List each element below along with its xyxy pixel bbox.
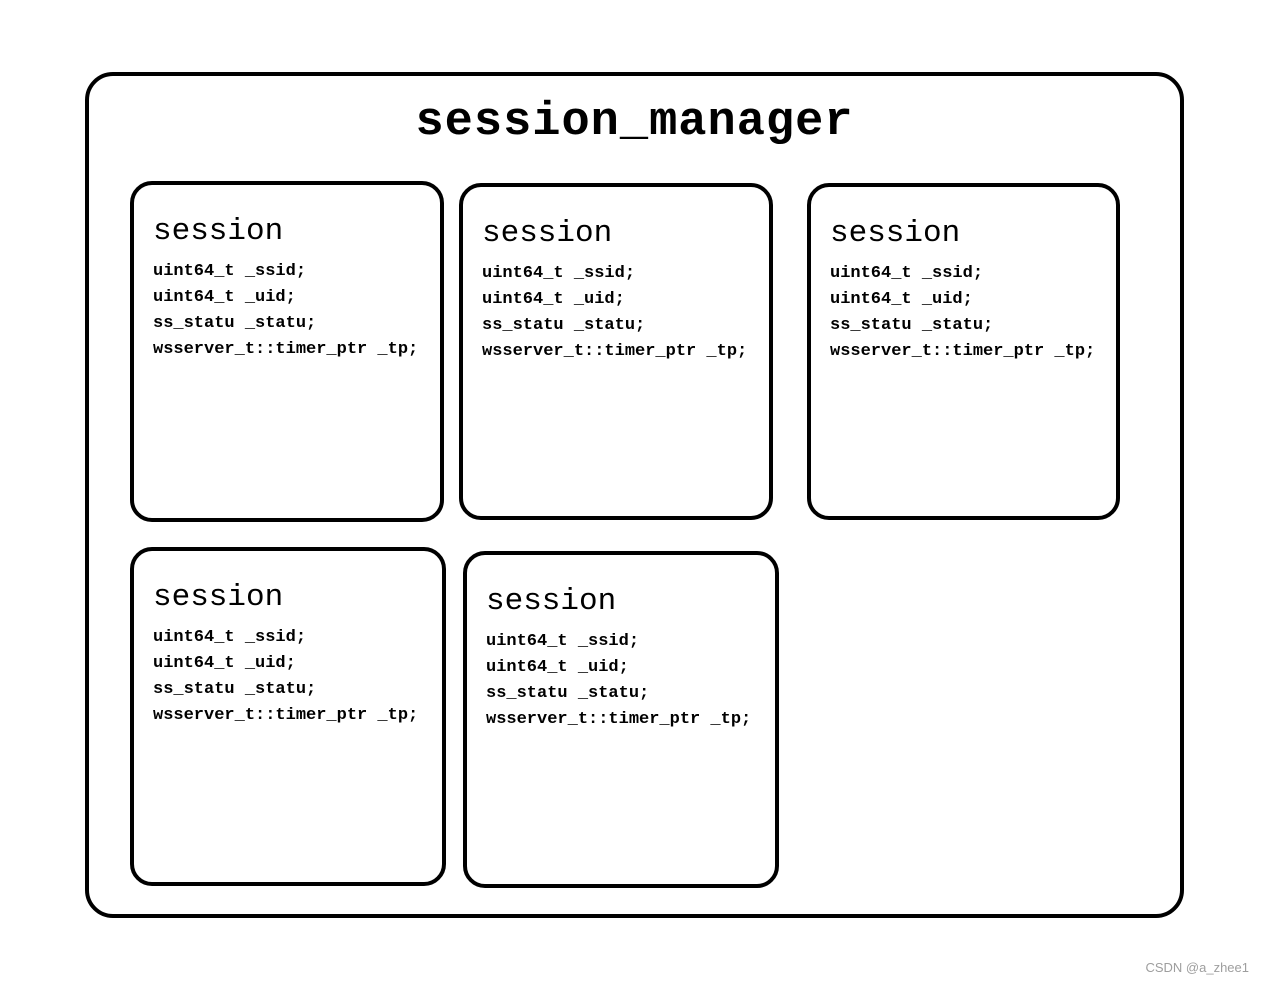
session-box-title: session	[830, 216, 961, 251]
session-field-ssid: uint64_t _ssid;	[153, 628, 307, 647]
session-box-3: session uint64_t _ssid; uint64_t _uid; s…	[807, 183, 1120, 520]
session-field-uid: uint64_t _uid;	[830, 290, 973, 309]
session-box-title: session	[486, 584, 617, 619]
session-field-tp: wsserver_t::timer_ptr _tp;	[153, 340, 419, 359]
session-field-ssid: uint64_t _ssid;	[482, 264, 636, 283]
session-field-ssid: uint64_t _ssid;	[153, 262, 307, 281]
diagram-title: session_manager	[415, 96, 854, 149]
session-field-ssid: uint64_t _ssid;	[486, 632, 640, 651]
session-field-uid: uint64_t _uid;	[482, 290, 625, 309]
session-field-tp: wsserver_t::timer_ptr _tp;	[486, 710, 752, 729]
session-field-statu: ss_statu _statu;	[830, 316, 994, 335]
session-field-statu: ss_statu _statu;	[153, 314, 317, 333]
session-box-2: session uint64_t _ssid; uint64_t _uid; s…	[459, 183, 773, 520]
session-field-ssid: uint64_t _ssid;	[830, 264, 984, 283]
session-field-tp: wsserver_t::timer_ptr _tp;	[153, 706, 419, 725]
session-field-tp: wsserver_t::timer_ptr _tp;	[830, 342, 1096, 361]
session-manager-container: session_manager session uint64_t _ssid; …	[85, 72, 1184, 918]
session-box-title: session	[153, 214, 284, 249]
session-field-uid: uint64_t _uid;	[153, 654, 296, 673]
session-field-statu: ss_statu _statu;	[153, 680, 317, 699]
session-box-5: session uint64_t _ssid; uint64_t _uid; s…	[463, 551, 779, 888]
session-field-uid: uint64_t _uid;	[153, 288, 296, 307]
watermark: CSDN @a_zhee1	[1145, 960, 1249, 975]
session-field-statu: ss_statu _statu;	[482, 316, 646, 335]
session-box-title: session	[153, 580, 284, 615]
session-box-title: session	[482, 216, 613, 251]
session-box-1: session uint64_t _ssid; uint64_t _uid; s…	[130, 181, 444, 522]
session-box-4: session uint64_t _ssid; uint64_t _uid; s…	[130, 547, 446, 886]
session-field-statu: ss_statu _statu;	[486, 684, 650, 703]
session-field-tp: wsserver_t::timer_ptr _tp;	[482, 342, 748, 361]
session-field-uid: uint64_t _uid;	[486, 658, 629, 677]
